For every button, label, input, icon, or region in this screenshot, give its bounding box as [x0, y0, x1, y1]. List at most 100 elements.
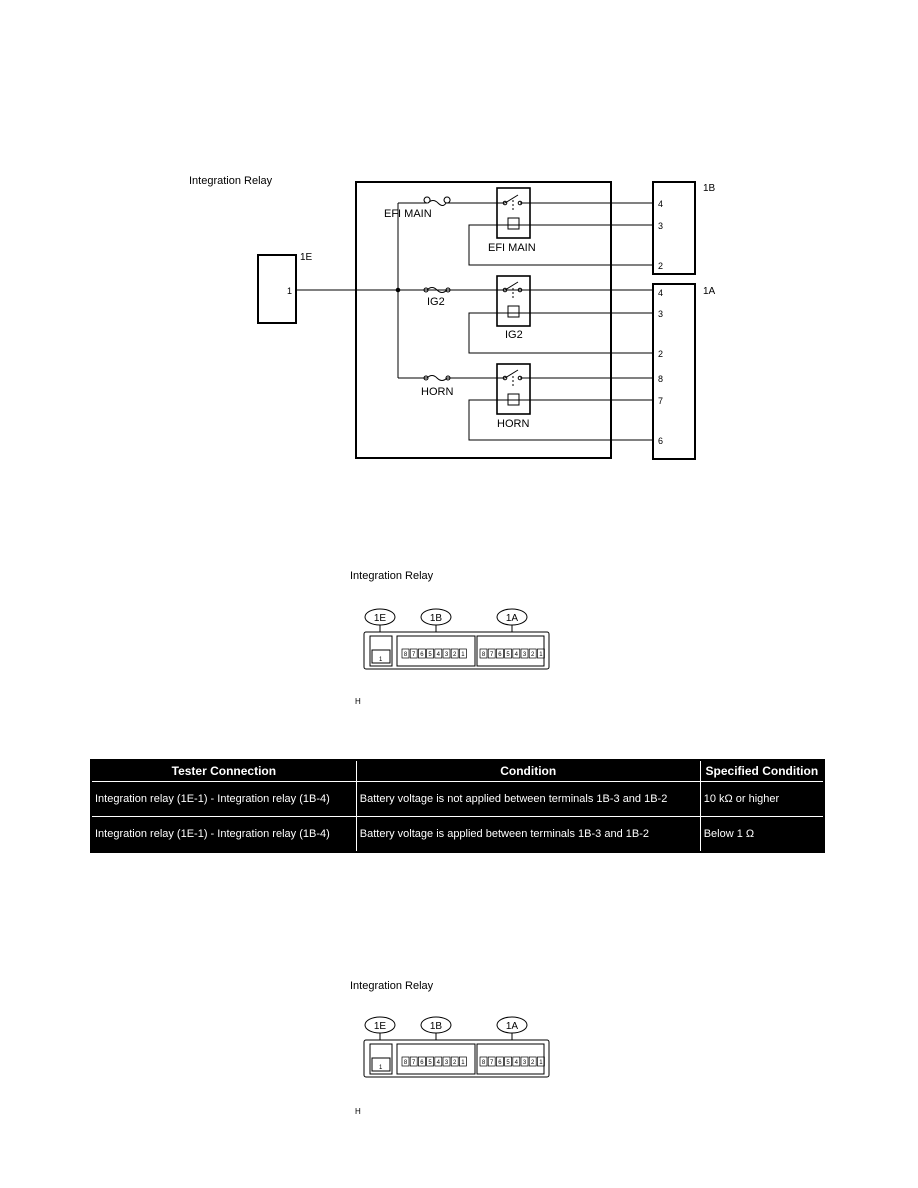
pin-cell [426, 648, 434, 659]
fuse-ig2-label: IG2 [427, 296, 445, 308]
pin-number: 3 [523, 1060, 527, 1066]
pin-number: 1 [539, 1060, 543, 1066]
cell-tester-connection: Integration relay (1E-1) - Integration r… [90, 781, 357, 817]
pin-1e-1: 1 [379, 1065, 383, 1071]
pin-cell [442, 1056, 451, 1067]
spec-table: Tester Connection Condition Specified Co… [90, 759, 825, 853]
pin-cell [512, 1056, 521, 1067]
pin-number: 4 [515, 652, 519, 658]
pin-1a-6: 6 [658, 436, 663, 446]
pin-number: 8 [404, 652, 408, 658]
pin-number: 1 [461, 652, 465, 658]
cell-condition: Battery voltage is not applied between t… [355, 781, 701, 817]
pin-number: 3 [445, 652, 449, 658]
fuse-horn-label: HORN [421, 386, 453, 398]
pin-1a-4: 4 [658, 288, 663, 298]
relay-horn-icon [496, 363, 531, 415]
tag-1a-label: 1A [506, 613, 519, 624]
pin-cell [537, 1056, 545, 1067]
pin-cell [459, 1056, 467, 1067]
pin-cell [409, 648, 418, 659]
pin-1b-2: 2 [658, 261, 663, 271]
tag-1e-label: 1E [374, 613, 387, 624]
cell-tester-connection: Integration relay (1E-1) - Integration r… [90, 816, 357, 853]
pin-cell [496, 648, 504, 659]
pin-number: 4 [515, 1060, 519, 1066]
diagram-title: Integration Relay [189, 175, 273, 187]
cell-condition: Battery voltage is applied between termi… [355, 816, 701, 853]
fuse-efi-main-icon [423, 196, 451, 206]
pin-cell [528, 1056, 537, 1067]
pin-number: 8 [404, 1060, 408, 1066]
pin-number: 6 [498, 652, 502, 658]
pin-number: 1 [539, 652, 543, 658]
pin-number: 3 [445, 1060, 449, 1066]
connector-view-title: Integration Relay [350, 570, 434, 582]
connector-1a-label: 1A [703, 286, 716, 297]
table-row: Integration relay (1E-1) - Integration r… [90, 816, 825, 853]
pin-number: 4 [437, 1060, 441, 1066]
pin-1a-3: 3 [658, 309, 663, 319]
pin-cell [409, 1056, 418, 1067]
pin-cell [418, 648, 426, 659]
pin-number: 6 [420, 652, 424, 658]
tag-1b-label: 1B [430, 1021, 443, 1032]
pin-cell [537, 648, 545, 659]
pin-1e-1: 1 [379, 657, 383, 663]
pin-1b-4: 4 [658, 199, 663, 209]
pin-number: 7 [490, 652, 494, 658]
pin-number: 5 [506, 1060, 510, 1066]
pin-cell [487, 1056, 496, 1067]
fuse-ig2-icon [426, 287, 448, 293]
pin-cell [479, 1056, 488, 1067]
pin-number: 5 [506, 652, 510, 658]
pin-cell [479, 648, 488, 659]
pin-1a-8: 8 [658, 374, 663, 384]
relay-ig2-icon [496, 275, 531, 327]
cell-specified-condition: Below 1 Ω [699, 816, 825, 853]
pin-number: 2 [531, 1060, 535, 1066]
pin-cell [401, 1056, 410, 1067]
pin-cell [434, 648, 443, 659]
ref-label: H [355, 697, 361, 706]
relay-efi-main-icon [496, 187, 531, 239]
connector-1b [652, 181, 696, 275]
connector-1b-label: 1B [703, 183, 716, 194]
pin-cell [426, 1056, 434, 1067]
pin-number: 2 [453, 652, 457, 658]
pin-number: 2 [531, 652, 535, 658]
pin-cell [459, 648, 467, 659]
connector-1e [257, 254, 297, 324]
ref-label: H [355, 1107, 361, 1116]
pin-cell [450, 648, 459, 659]
relay-circuit-diagram: Integration Relay 1E 1 1B 4 3 2 1A 4 3 2… [189, 175, 716, 460]
pin-number: 1 [461, 1060, 465, 1066]
connector-1e-label: 1E [300, 252, 313, 263]
table-header-row: Tester Connection Condition Specified Co… [90, 759, 825, 782]
pin-cell [528, 648, 537, 659]
pin-cell [496, 1056, 504, 1067]
pin-cell [450, 1056, 459, 1067]
pin-number: 6 [420, 1060, 424, 1066]
pin-cell [520, 648, 529, 659]
pin-number: 8 [482, 652, 486, 658]
tag-1a-label: 1A [506, 1021, 519, 1032]
pin-1a-2: 2 [658, 349, 663, 359]
pin-number: 5 [428, 652, 432, 658]
pin-cell [487, 648, 496, 659]
tag-1b-label: 1B [430, 613, 443, 624]
pin-cell [401, 648, 410, 659]
pin-cell [504, 1056, 512, 1067]
fuse-horn-icon [426, 375, 448, 381]
relay-ig2-label: IG2 [505, 329, 523, 341]
pin-cell [512, 648, 521, 659]
pin-number: 4 [437, 652, 441, 658]
fuse-efi-main-label: EFI MAIN [384, 208, 432, 220]
pin-number: 7 [490, 1060, 494, 1066]
